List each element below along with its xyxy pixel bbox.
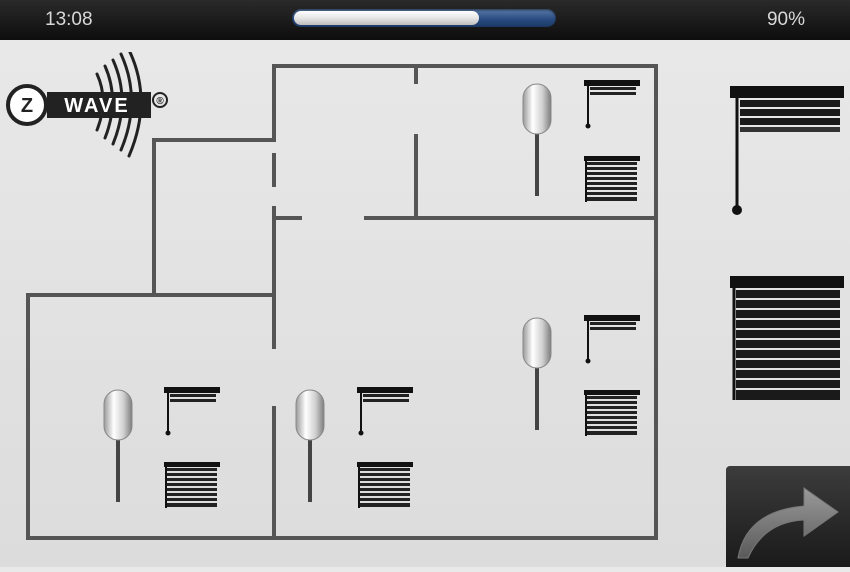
blind-closed-icon[interactable]	[584, 390, 642, 445]
blind-closed-icon[interactable]	[584, 156, 642, 211]
floor-plan	[26, 64, 658, 540]
blind-open-icon[interactable]	[584, 315, 642, 370]
progress-fill	[294, 11, 479, 25]
all-blinds-closed-icon[interactable]	[730, 276, 846, 411]
light-switch-icon[interactable]	[102, 388, 134, 509]
curved-arrow-icon	[737, 487, 839, 559]
light-switch-icon[interactable]	[521, 316, 553, 437]
progress-bar	[292, 9, 556, 27]
battery-level: 90%	[766, 9, 805, 30]
zwave-logo: Z WAVE ®	[5, 48, 175, 162]
svg-text:WAVE: WAVE	[64, 95, 129, 117]
next-button[interactable]	[726, 466, 850, 567]
svg-text:®: ®	[156, 96, 164, 107]
all-blinds-open-icon[interactable]	[730, 86, 846, 223]
blind-closed-icon[interactable]	[357, 462, 415, 517]
status-time: 13:08	[45, 9, 93, 30]
light-switch-icon[interactable]	[521, 82, 553, 203]
svg-text:Z: Z	[21, 95, 33, 117]
walls	[26, 64, 658, 540]
blind-open-icon[interactable]	[164, 387, 222, 442]
light-switch-icon[interactable]	[294, 388, 326, 509]
blind-open-icon[interactable]	[584, 80, 642, 135]
blind-open-icon[interactable]	[357, 387, 415, 442]
blind-closed-icon[interactable]	[164, 462, 222, 517]
status-bar: 13:08 90%	[0, 0, 850, 40]
